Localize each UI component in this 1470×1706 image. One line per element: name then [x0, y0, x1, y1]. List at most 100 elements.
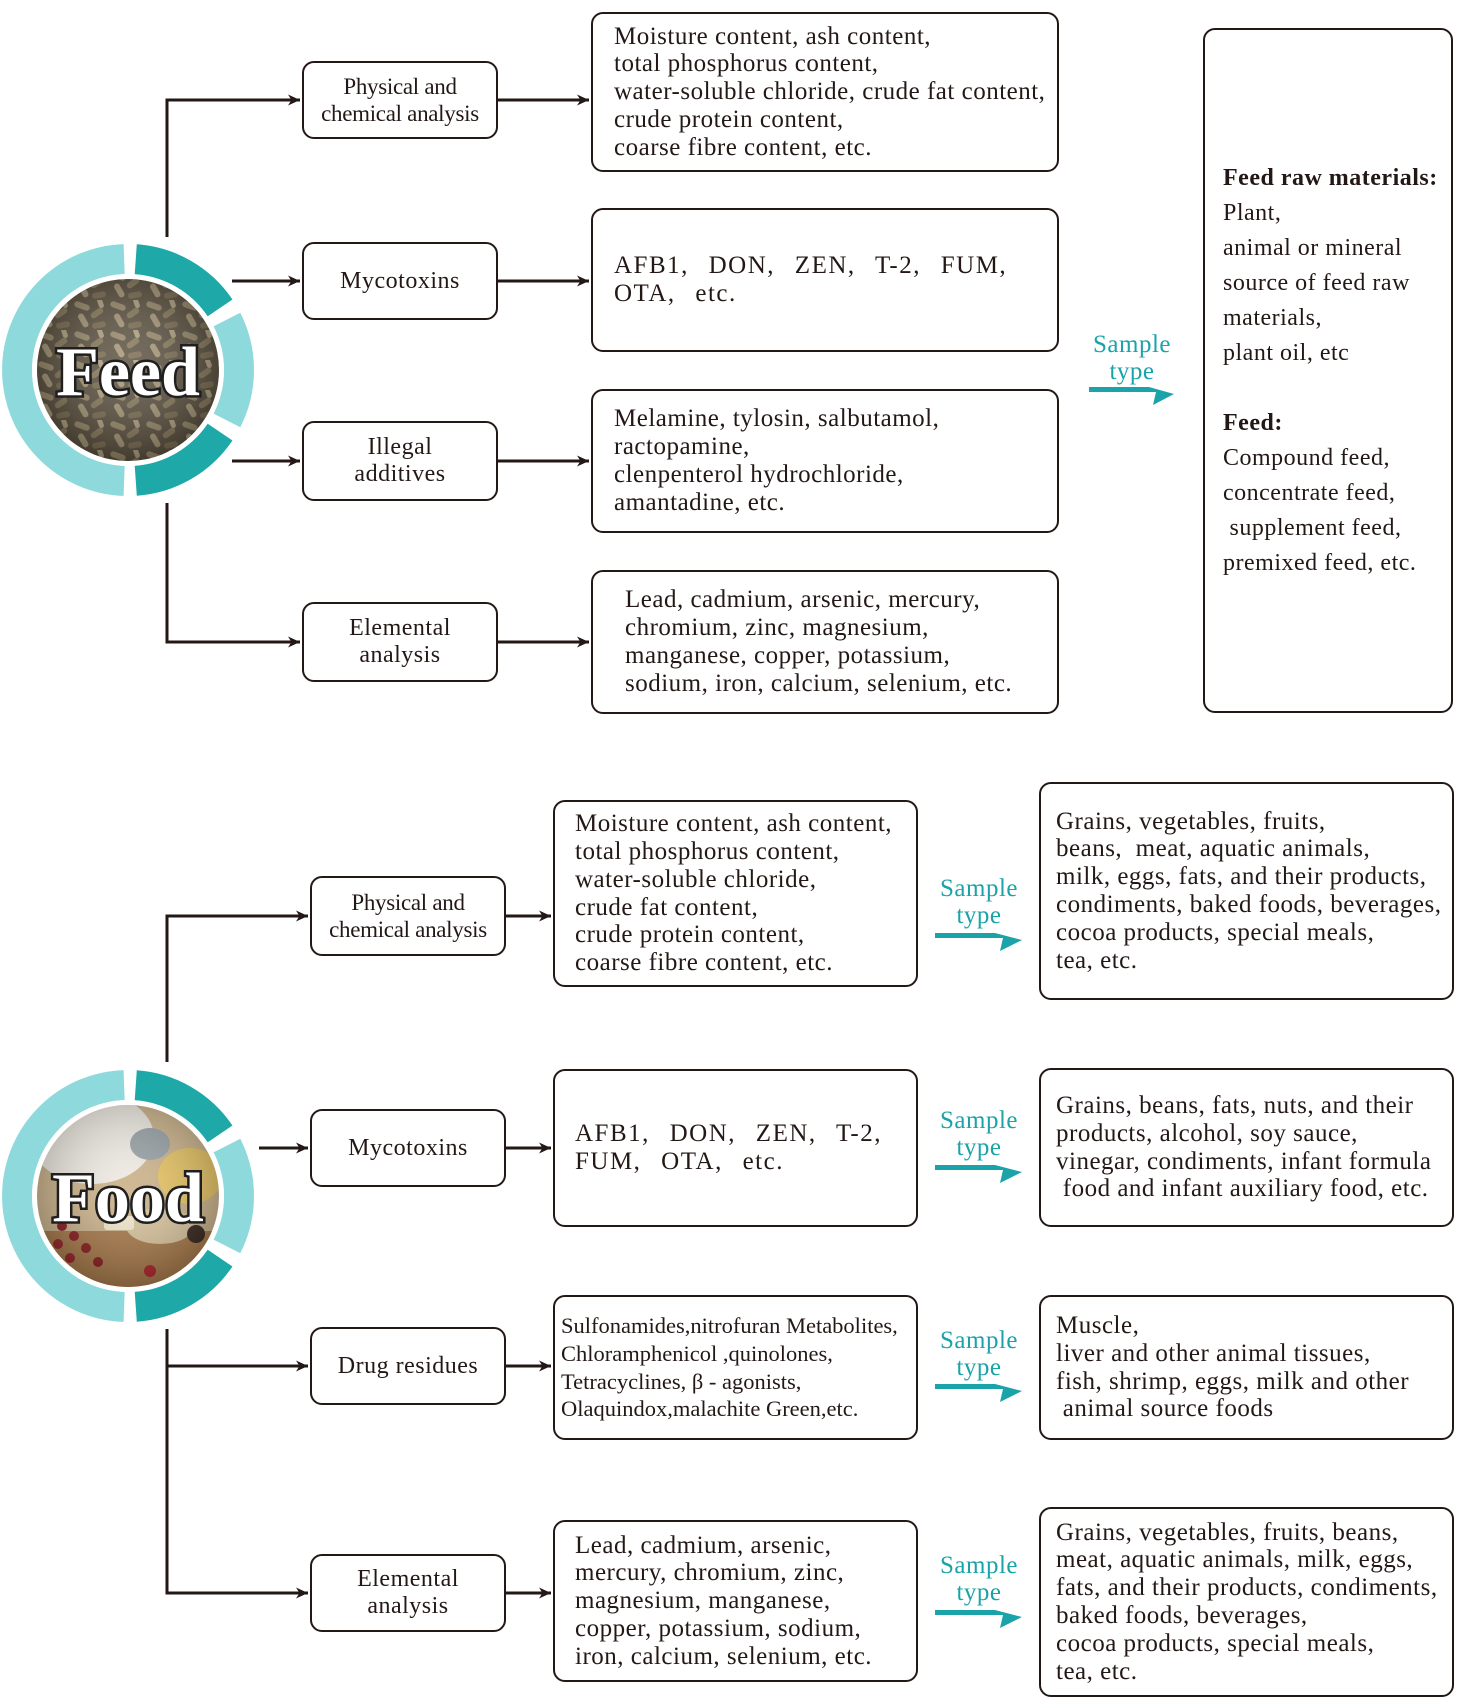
food-circle: Food: [2, 1070, 254, 1322]
feed-raw-materials-list: Plant, animal or mineral source of feed ra…: [1223, 196, 1410, 371]
ring-segment: [134, 1070, 233, 1143]
detail-line: AFB1, DON, ZEN, T-2, FUM,: [614, 252, 1008, 280]
sample-line: fats, and their products, condiments,: [1056, 1574, 1438, 1602]
ring-segment: [213, 1138, 254, 1254]
detail-line: crude protein content,: [614, 105, 844, 133]
detail-line: manganese, copper, potassium,: [625, 642, 951, 669]
feed-details-illegal-additives: Melamine, tylosin, salbutamol,ractopamin…: [591, 389, 1059, 533]
sample-line: Grains, beans, fats, nuts, and their: [1056, 1091, 1414, 1119]
feed-label: Feed: [56, 334, 200, 411]
analysis-label-line: Illegal: [367, 434, 433, 460]
sample-line: source of feed raw: [1223, 269, 1410, 296]
sample-line: premixed feed, etc.: [1223, 549, 1417, 576]
sample-line: products, alcohol, soy sauce,: [1056, 1119, 1358, 1147]
detail-line: clenpenterol hydrochloride,: [614, 461, 904, 488]
sample-type-line: type: [956, 1354, 1002, 1381]
sample-line: food and infant auxiliary food, etc.: [1056, 1175, 1429, 1203]
food-branch-physical: [165, 910, 308, 1062]
detail-line: water-soluble chloride,: [575, 865, 817, 893]
sample-line: cocoa products, special meals,: [1056, 918, 1375, 946]
sample-line: tea, etc.: [1056, 1657, 1138, 1685]
sample-line: meat, aquatic animals, milk, eggs,: [1056, 1546, 1414, 1574]
detail-line: water-soluble chloride, crude fat conten…: [614, 78, 1046, 106]
ring-segment: [2, 1070, 125, 1322]
sample-line: Grains, vegetables, fruits, beans,: [1056, 1518, 1399, 1546]
analysis-label-line: Drug residues: [337, 1352, 479, 1379]
sample-line: animal or mineral: [1223, 234, 1403, 261]
detail-line: Melamine, tylosin, salbutamol,: [614, 405, 940, 433]
analysis-label-line: analysis: [367, 1593, 449, 1619]
sample-line: condiments, baked foods, beverages,: [1056, 891, 1442, 918]
ring-segment: [134, 244, 233, 317]
analysis-label-line: Physical and: [343, 74, 457, 99]
ring-segment: [2, 244, 125, 496]
food-sample-type-arrow: [935, 933, 1022, 951]
analysis-label-line: chemical analysis: [329, 917, 487, 942]
detail-line: amantadine, etc.: [614, 488, 786, 516]
feed-details-elemental: Lead, cadmium, arsenic, mercury,chromium…: [591, 570, 1059, 714]
sample-line: Compound feed,: [1223, 444, 1390, 471]
analysis-label-line: analysis: [359, 642, 441, 668]
feed-sample-type-arrow: [1089, 387, 1174, 405]
sample-line: fish, shrimp, eggs, milk and other: [1056, 1367, 1410, 1395]
sample-type-line: type: [956, 902, 1002, 929]
sample-line: cocoa products, special meals,: [1056, 1629, 1375, 1657]
detail-line: Chloramphenicol ,quinolones,: [561, 1340, 833, 1366]
sample-line: milk, eggs, fats, and their products,: [1056, 863, 1427, 891]
food-sample-type-arrow: [935, 1165, 1022, 1183]
detail-line: total phosphorus content,: [614, 50, 879, 78]
food-analysis-drug-residues: Drug residues: [310, 1327, 506, 1405]
feed-branch-physical: [165, 94, 300, 237]
food-details-drug-residues: Sulfonamides,nitrofuran Metabolites,Chlo…: [553, 1295, 918, 1440]
detail-line: crude protein content,: [575, 921, 805, 949]
feed-sample-types-box: Feed raw materials: Plant,animal or mine…: [1203, 28, 1453, 713]
sample-line: materials,: [1223, 304, 1322, 331]
detail-line: chromium, zinc, magnesium,: [625, 614, 929, 642]
detail-line: Sulfonamides,nitrofuran Metabolites,: [561, 1312, 898, 1338]
detail-line: magnesium, manganese,: [575, 1587, 831, 1615]
feed-details-physical-chemical: Moisture content, ash content,total phos…: [591, 12, 1059, 172]
detail-line: Moisture content, ash content,: [575, 810, 893, 838]
food-samples-physical-chemical: Grains, vegetables, fruits,beans, meat, …: [1039, 782, 1454, 1000]
feed-circle: Feed: [2, 244, 254, 496]
detail-line: mercury, chromium, zinc,: [575, 1559, 845, 1587]
detail-line: coarse fibre content, etc.: [614, 133, 873, 161]
detail-line: copper, potassium, sodium,: [575, 1614, 862, 1642]
sample-line: animal source foods: [1056, 1395, 1274, 1423]
detail-line: Tetracyclines, β - agonists,: [561, 1368, 802, 1394]
sample-line: liver and other animal tissues,: [1056, 1339, 1371, 1367]
sample-line: plant oil, etc: [1223, 339, 1350, 366]
detail-line: OTA, etc.: [614, 280, 737, 307]
feed-heading: Feed:: [1223, 409, 1283, 436]
analysis-label-line: Elemental: [349, 615, 451, 641]
sample-type-line: Sample: [940, 1107, 1018, 1134]
sample-type-line: type: [956, 1579, 1002, 1606]
sample-line: Grains, vegetables, fruits,: [1056, 807, 1326, 835]
sample-type-line: Sample: [940, 1327, 1018, 1354]
sample-line: Muscle,: [1056, 1311, 1140, 1339]
detail-line: Lead, cadmium, arsenic, mercury,: [625, 586, 981, 614]
food-trunk-bottom: [165, 1329, 308, 1599]
sample-line: Plant,: [1223, 199, 1282, 226]
sample-line: vinegar, condiments, infant formula: [1056, 1147, 1432, 1175]
sample-type-line: type: [956, 1134, 1002, 1161]
food-samples-elemental: Grains, vegetables, fruits, beans,meat, …: [1039, 1507, 1454, 1697]
sample-type-line: type: [1109, 358, 1155, 385]
food-samples-drug-residues: Muscle,liver and other animal tissues,fi…: [1039, 1295, 1454, 1440]
detail-line: coarse fibre content, etc.: [575, 949, 834, 977]
detail-line: iron, calcium, selenium, etc.: [575, 1642, 873, 1670]
sample-line: beans, meat, aquatic animals,: [1056, 835, 1371, 863]
detail-line: Lead, cadmium, arsenic,: [575, 1531, 832, 1559]
detail-line: crude fat content,: [575, 893, 759, 921]
analysis-label-line: Elemental: [357, 1566, 459, 1592]
detail-line: sodium, iron, calcium, selenium, etc.: [625, 669, 1013, 697]
